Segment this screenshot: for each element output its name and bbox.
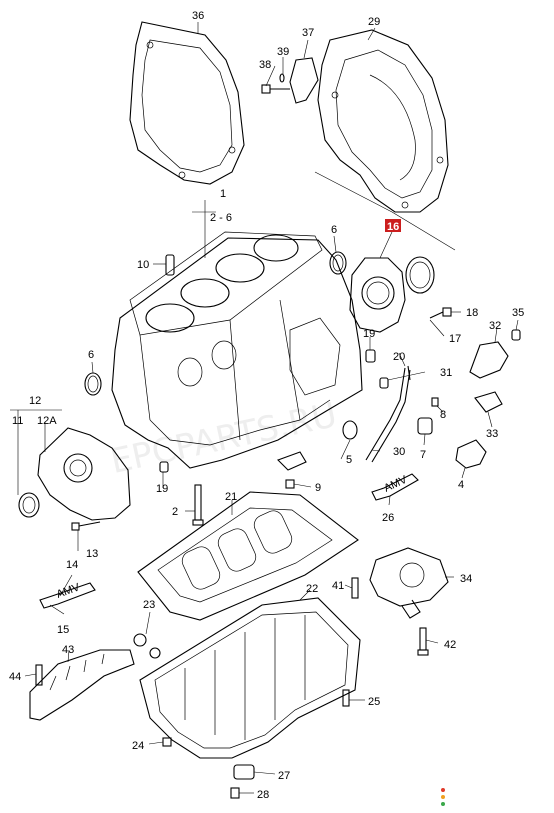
part-13-bolt[interactable] — [71, 521, 101, 531]
callout-14: 14 — [66, 559, 78, 571]
callout-18: 18 — [466, 307, 478, 319]
part-14-sealant-tube[interactable]: AMV — [39, 581, 96, 609]
part-36-gasket-plate[interactable] — [129, 21, 245, 185]
leader-lines — [10, 22, 519, 794]
callout-43: 43 — [62, 644, 74, 656]
callout-26: 26 — [382, 512, 394, 524]
callout-19-left: 19 — [156, 483, 168, 495]
part-44-bolt[interactable] — [35, 664, 43, 686]
part-7-sensor[interactable] — [417, 417, 433, 435]
callout-2: 2 — [172, 506, 178, 518]
part-19-dowel-right[interactable] — [365, 349, 376, 363]
callout-30: 30 — [393, 446, 405, 458]
callout-24: 24 — [132, 740, 144, 752]
rear-oil-seal[interactable] — [405, 256, 435, 294]
part-27-drain-plug[interactable] — [233, 764, 255, 780]
part-6-seal-ring-left[interactable] — [84, 372, 102, 396]
callout-33: 33 — [486, 428, 498, 440]
part-24-bolt[interactable] — [162, 737, 172, 747]
watermark-text: EPCPARTS.RU — [107, 395, 340, 482]
part-16-seal-flange[interactable] — [349, 257, 406, 333]
part-41-bolt[interactable] — [351, 577, 359, 599]
callout-8: 8 — [440, 409, 446, 421]
callout-11: 11 — [12, 415, 23, 427]
callout-29: 29 — [368, 16, 380, 28]
part-1-cylinder-block[interactable] — [111, 231, 363, 469]
callout-15: 15 — [57, 624, 69, 636]
part-10-dowel-pin[interactable] — [165, 254, 175, 276]
part-9-bracket[interactable] — [277, 451, 307, 489]
callout-31: 31 — [440, 367, 452, 379]
part-33-clamp[interactable] — [474, 391, 503, 413]
part-8-bolt[interactable] — [431, 397, 439, 407]
part-26-sealant-tube[interactable]: AMV — [371, 473, 419, 501]
tube-label: AMV — [55, 581, 82, 601]
callout-13: 13 — [86, 548, 98, 560]
callout-27: 27 — [278, 770, 290, 782]
part-29-rear-cover-plate[interactable] — [317, 29, 449, 213]
callout-32: 32 — [489, 320, 501, 332]
part-23-plug[interactable] — [133, 633, 161, 659]
part-20-dipstick[interactable] — [407, 365, 411, 381]
callout-19-right: 19 — [363, 328, 375, 340]
svg-text:16: 16 — [387, 221, 399, 233]
callout-21: 21 — [225, 491, 237, 503]
callout-22: 22 — [306, 583, 318, 595]
callout-5: 5 — [346, 454, 352, 466]
corner-indicator-dots — [441, 788, 445, 806]
callout-16-highlight: 16 — [385, 219, 401, 233]
part-39-washer[interactable] — [279, 73, 285, 83]
part-25-bolt[interactable] — [342, 689, 350, 707]
callout-20: 20 — [393, 351, 405, 363]
callout-7: 7 — [420, 449, 426, 461]
callout-labels: 36 29 37 39 38 1 2 - 6 10 6 16 6 12 11 1… — [9, 10, 524, 801]
part-34-oil-pump[interactable] — [369, 547, 449, 619]
part-35-bolt[interactable] — [511, 329, 521, 341]
callout-42: 42 — [444, 639, 456, 651]
part-32-bracket[interactable] — [469, 341, 509, 379]
callout-4: 4 — [458, 479, 464, 491]
part-42-bolt[interactable] — [417, 627, 429, 656]
callout-23: 23 — [143, 599, 155, 611]
callout-38: 38 — [259, 59, 271, 71]
callout-25: 25 — [368, 696, 380, 708]
part-19-dowel-left[interactable] — [159, 461, 169, 473]
callout-10: 10 — [137, 259, 149, 271]
part-6-seal-ring-upper[interactable] — [329, 251, 347, 275]
callout-28: 28 — [257, 789, 269, 801]
part-30-dipstick-tube[interactable] — [365, 367, 411, 463]
part-12-front-cover[interactable] — [37, 427, 131, 521]
part-37-bracket[interactable] — [289, 57, 319, 104]
callout-37: 37 — [302, 27, 314, 39]
part-31-bolt[interactable] — [379, 377, 389, 389]
callout-17: 17 — [449, 333, 461, 345]
part-5-plug[interactable] — [342, 420, 358, 440]
part-4-sensor[interactable] — [455, 439, 487, 469]
callout-12a: 12A — [37, 415, 57, 427]
callout-6-left: 6 — [88, 349, 94, 361]
tube-label: AMV — [382, 473, 409, 494]
callout-9: 9 — [315, 482, 321, 494]
callout-44: 44 — [9, 671, 21, 683]
callout-6-upper: 6 — [331, 224, 337, 236]
callout-34: 34 — [460, 573, 472, 585]
callout-41: 41 — [332, 580, 344, 592]
part-38-bolt[interactable] — [261, 84, 290, 94]
part-11-seal[interactable] — [18, 492, 40, 518]
callout-1-subrange: 2 - 6 — [210, 212, 232, 224]
part-2-bolt[interactable] — [192, 484, 204, 526]
part-21-oil-pan-gasket[interactable] — [137, 491, 359, 621]
part-22-oil-pan[interactable] — [139, 597, 361, 759]
callout-12: 12 — [29, 395, 41, 407]
part-43-baffle-plate[interactable] — [29, 649, 135, 721]
part-28-bolt[interactable] — [230, 787, 240, 799]
callout-39: 39 — [277, 46, 289, 58]
callout-36: 36 — [192, 10, 204, 22]
callout-35: 35 — [512, 307, 524, 319]
callout-1: 1 — [220, 188, 226, 200]
part-17-18-bolt[interactable] — [429, 307, 452, 319]
